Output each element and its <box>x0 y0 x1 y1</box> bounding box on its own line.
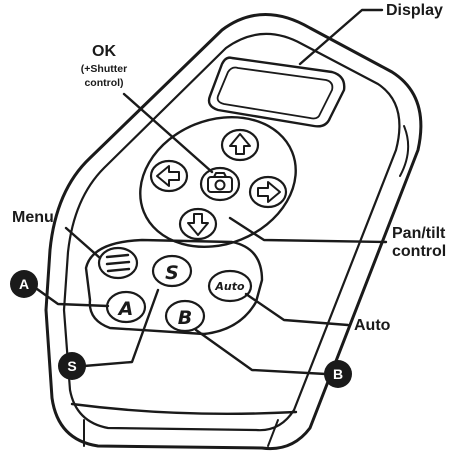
badge-s: S <box>58 352 86 380</box>
label-ok-sub-1: (+Shutter <box>81 63 127 75</box>
leader-b <box>194 328 328 376</box>
badge-a: A <box>10 270 38 298</box>
badge-a-label: A <box>19 276 29 292</box>
auto-button-label: Auto <box>214 280 245 293</box>
down-button[interactable] <box>178 207 218 241</box>
arrow-right-icon <box>257 181 281 203</box>
leader-menu <box>64 226 102 260</box>
navigation-pad[interactable] <box>121 95 316 270</box>
leader-auto <box>244 292 350 327</box>
b-button-label: B <box>178 307 192 329</box>
up-button[interactable] <box>220 128 260 162</box>
left-button[interactable] <box>149 159 189 193</box>
arrow-left-icon <box>156 165 180 187</box>
menu-button[interactable] <box>97 246 139 280</box>
label-ok-sub-2: control) <box>84 77 123 89</box>
camera-icon <box>207 172 233 193</box>
leader-display <box>298 8 384 66</box>
leader-a <box>28 282 110 308</box>
label-display: Display <box>386 2 443 19</box>
leader-pan-tilt <box>228 216 388 244</box>
display-screen <box>207 56 346 128</box>
label-pan-tilt-2: control <box>392 243 446 260</box>
auto-button[interactable]: Auto <box>207 269 253 303</box>
a-button-label: A <box>117 298 134 320</box>
leader-lines <box>28 8 388 376</box>
remote-body <box>44 13 423 451</box>
s-button[interactable]: S <box>151 254 193 288</box>
label-ok: OK <box>92 43 116 60</box>
leader-ok <box>122 92 214 174</box>
badge-s-label: S <box>67 358 76 374</box>
menu-lines-icon <box>105 253 131 273</box>
badge-b: B <box>324 360 352 388</box>
arrow-down-icon <box>187 213 209 236</box>
ok-shutter-button[interactable] <box>199 166 241 202</box>
label-pan-tilt-1: Pan/tilt <box>392 225 446 242</box>
right-button[interactable] <box>248 175 288 209</box>
b-button[interactable]: B <box>164 299 206 333</box>
badge-b-label: B <box>333 366 343 382</box>
leader-s <box>82 288 160 368</box>
a-button[interactable]: A <box>105 290 147 324</box>
arrow-up-icon <box>229 133 251 155</box>
s-button-label: S <box>165 262 179 284</box>
label-menu: Menu <box>12 209 54 226</box>
label-auto: Auto <box>354 317 391 334</box>
function-button-cluster: S Auto A B <box>84 238 264 336</box>
